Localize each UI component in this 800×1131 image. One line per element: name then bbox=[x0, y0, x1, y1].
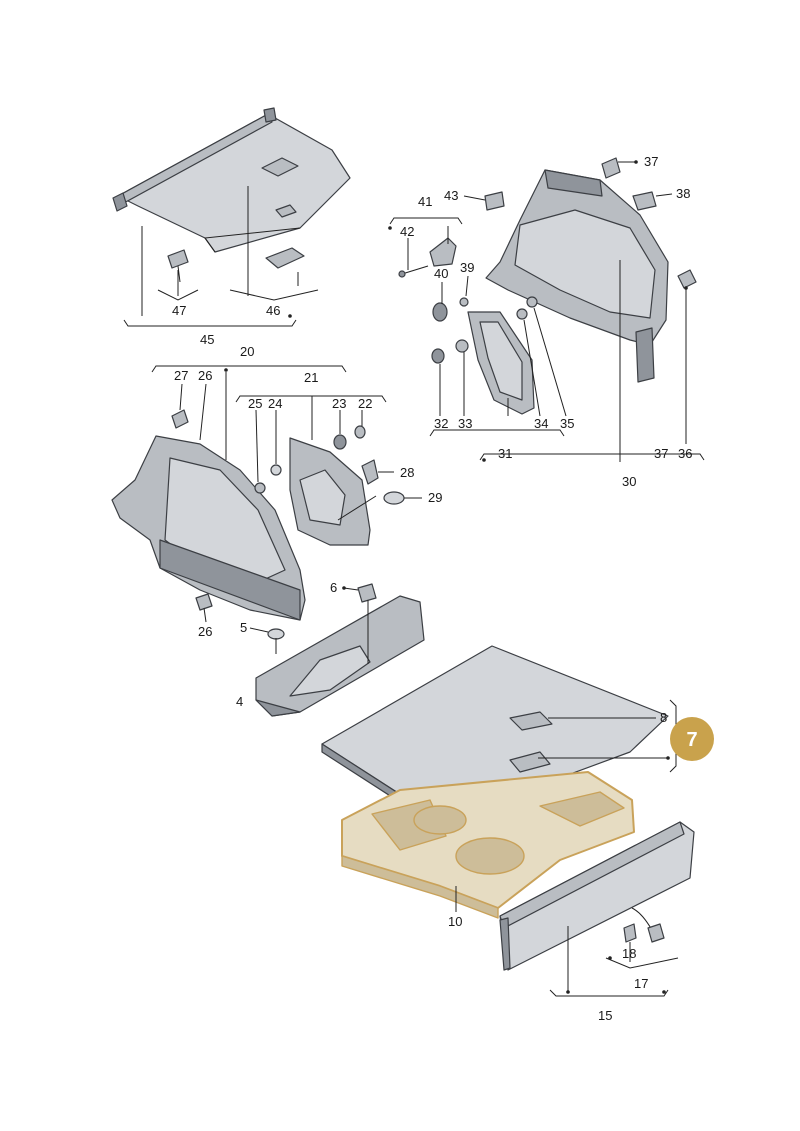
callout-38: 38 bbox=[676, 186, 690, 201]
callout-42: 42 bbox=[400, 224, 414, 239]
callout-6: 6 bbox=[330, 580, 337, 595]
callout-37-bottom: 37 bbox=[654, 446, 668, 461]
side-trim-panel-30[interactable] bbox=[485, 169, 669, 383]
nut-6[interactable] bbox=[357, 583, 377, 603]
floor-insert-10[interactable] bbox=[341, 771, 635, 919]
callout-10: 10 bbox=[448, 914, 462, 929]
callout-37-top: 37 bbox=[644, 154, 658, 169]
callout-35: 35 bbox=[560, 416, 574, 431]
screw-42[interactable] bbox=[398, 265, 429, 278]
callout-34: 34 bbox=[534, 416, 548, 431]
callout-43: 43 bbox=[444, 188, 458, 203]
callout-41: 41 bbox=[418, 194, 432, 209]
side-trim-panel-20[interactable] bbox=[111, 435, 306, 621]
clip-23[interactable] bbox=[333, 434, 347, 450]
screw-39[interactable] bbox=[459, 297, 469, 307]
hook-28[interactable] bbox=[361, 459, 379, 485]
callout-15: 15 bbox=[598, 1008, 612, 1023]
sill-trim-15[interactable] bbox=[499, 821, 695, 971]
cover-handle-46[interactable] bbox=[265, 247, 305, 286]
cable-18[interactable] bbox=[623, 907, 665, 943]
callout-28: 28 bbox=[400, 465, 414, 480]
clip-35[interactable] bbox=[526, 296, 538, 308]
clip-22[interactable] bbox=[354, 425, 366, 439]
callout-20: 20 bbox=[240, 344, 254, 359]
callout-29: 29 bbox=[428, 490, 442, 505]
callout-4: 4 bbox=[236, 694, 243, 709]
clip-5[interactable] bbox=[267, 628, 285, 654]
clip-40[interactable] bbox=[432, 302, 448, 322]
callout-24: 24 bbox=[268, 396, 282, 411]
callout-21: 21 bbox=[304, 370, 318, 385]
badge-label: 7 bbox=[686, 729, 697, 751]
callout-27: 27 bbox=[174, 368, 188, 383]
luggage-cover-assembly[interactable] bbox=[112, 107, 351, 253]
washer-24[interactable] bbox=[270, 464, 282, 476]
callout-32: 32 bbox=[434, 416, 448, 431]
cover-panel-21[interactable] bbox=[289, 437, 371, 546]
callout-23: 23 bbox=[332, 396, 346, 411]
callout-46: 46 bbox=[266, 303, 280, 318]
clip-36[interactable] bbox=[677, 269, 697, 289]
callout-33: 33 bbox=[458, 416, 472, 431]
highlight-badge[interactable]: 7 bbox=[670, 717, 714, 761]
cross-member-4[interactable] bbox=[255, 595, 425, 717]
callout-26-top: 26 bbox=[198, 368, 212, 383]
callout-labels: 47 46 45 41 42 43 37 38 40 39 32 33 34 3… bbox=[172, 154, 692, 1023]
callout-17: 17 bbox=[634, 976, 648, 991]
callout-36: 36 bbox=[678, 446, 692, 461]
clip-32[interactable] bbox=[431, 348, 445, 364]
cap-29[interactable] bbox=[383, 491, 405, 505]
cover-panel-31[interactable] bbox=[467, 311, 535, 415]
callout-47: 47 bbox=[172, 303, 186, 318]
screw-25[interactable] bbox=[254, 482, 266, 494]
bracket-38[interactable] bbox=[632, 191, 657, 211]
callout-31: 31 bbox=[498, 446, 512, 461]
callout-22: 22 bbox=[358, 396, 372, 411]
callout-8: 8 bbox=[660, 710, 667, 725]
clip-26-lower[interactable] bbox=[195, 593, 213, 611]
callout-40: 40 bbox=[434, 266, 448, 281]
cover-clip-47[interactable] bbox=[167, 249, 189, 283]
callout-5: 5 bbox=[240, 620, 247, 635]
bracket-41[interactable] bbox=[429, 237, 457, 267]
callout-39: 39 bbox=[460, 260, 474, 275]
callout-18: 18 bbox=[622, 946, 636, 961]
clip-37-top[interactable] bbox=[601, 157, 621, 179]
leader-lines bbox=[123, 160, 705, 997]
clip-33[interactable] bbox=[455, 339, 469, 353]
clip-27[interactable] bbox=[171, 409, 189, 429]
clip-34[interactable] bbox=[516, 308, 528, 320]
callout-30: 30 bbox=[622, 474, 636, 489]
callout-26-bottom: 26 bbox=[198, 624, 212, 639]
callout-45: 45 bbox=[200, 332, 214, 347]
callout-25: 25 bbox=[248, 396, 262, 411]
clip-43[interactable] bbox=[484, 191, 505, 211]
